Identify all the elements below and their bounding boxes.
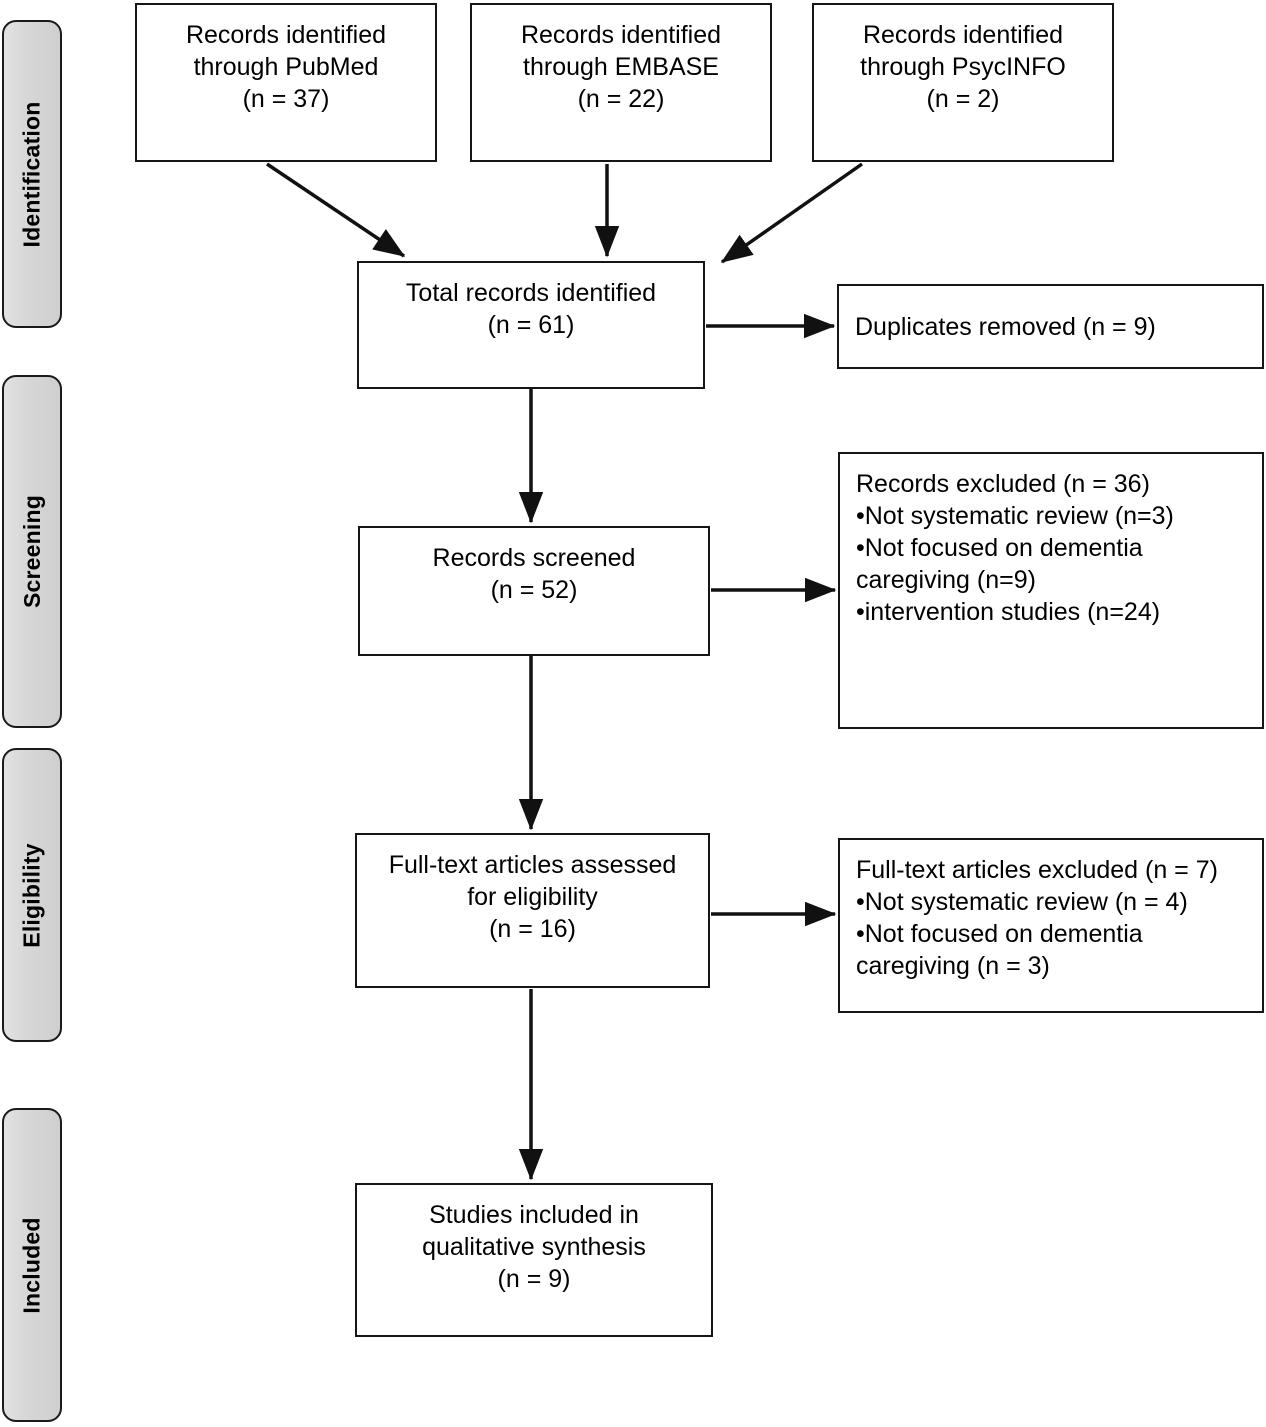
stage-label-identification: Identification	[18, 101, 45, 247]
box-records-identified-psycinfo: Records identified through PsycINFO (n =…	[812, 3, 1114, 162]
stage-label-included: Included	[18, 1216, 45, 1314]
studies-included-line-2: qualitative synthesis	[422, 1233, 646, 1261]
fulltext-assessed-line-1: Full-text articles assessed	[388, 851, 677, 879]
box-fulltext-excluded: Full-text articles excluded (n = 7) •Not…	[838, 838, 1264, 1013]
pubmed-line-2: through PubMed	[193, 53, 379, 81]
embase-line-1: Records identified	[520, 21, 722, 49]
records-excluded-reason-2-cont: caregiving (n=9)	[856, 566, 1036, 594]
fulltext-excluded-reason-2: •Not focused on dementia	[856, 920, 1143, 948]
pubmed-line-1: Records identified	[185, 21, 387, 49]
pubmed-count: (n = 37)	[242, 85, 330, 113]
stage-pill-identification: Identification	[2, 20, 62, 328]
stage-pill-screening: Screening	[2, 375, 62, 728]
studies-included-count: (n = 9)	[497, 1265, 571, 1293]
box-records-identified-pubmed: Records identified through PubMed (n = 3…	[135, 3, 437, 162]
records-excluded-reason-3: •intervention studies (n=24)	[856, 598, 1161, 626]
total-records-line-1: Total records identified	[405, 279, 657, 307]
embase-line-2: through EMBASE	[523, 53, 719, 81]
fulltext-excluded-reason-2-cont: caregiving (n = 3)	[856, 952, 1050, 980]
box-duplicates-removed: Duplicates removed (n = 9)	[837, 284, 1264, 369]
embase-count: (n = 22)	[577, 85, 665, 113]
fulltext-excluded-reason-1: •Not systematic review (n = 4)	[856, 888, 1188, 916]
duplicates-removed-label: Duplicates removed (n = 9)	[855, 312, 1156, 341]
psycinfo-count: (n = 2)	[926, 85, 1000, 113]
stage-pill-included: Included	[2, 1108, 62, 1422]
psycinfo-line-2: through PsycINFO	[860, 53, 1066, 81]
psycinfo-line-1: Records identified	[862, 21, 1064, 49]
fulltext-assessed-count: (n = 16)	[489, 915, 576, 943]
fulltext-excluded-heading: Full-text articles excluded (n = 7)	[856, 856, 1218, 884]
box-records-identified-embase: Records identified through EMBASE (n = 2…	[470, 3, 772, 162]
records-screened-line-1: Records screened	[432, 544, 636, 572]
records-excluded-reason-2: •Not focused on dementia	[856, 534, 1143, 562]
records-excluded-reason-1: •Not systematic review (n=3)	[856, 502, 1174, 530]
records-screened-count: (n = 52)	[490, 576, 578, 604]
fulltext-assessed-line-2: for eligibility	[467, 883, 598, 911]
stage-label-eligibility: Eligibility	[18, 842, 45, 948]
stage-pill-eligibility: Eligibility	[2, 748, 62, 1042]
box-studies-included: Studies included in qualitative synthesi…	[355, 1183, 713, 1337]
records-excluded-heading: Records excluded (n = 36)	[856, 470, 1150, 498]
stage-label-screening: Screening	[18, 494, 45, 609]
box-records-screened: Records screened (n = 52)	[358, 526, 710, 656]
box-total-records-identified: Total records identified (n = 61)	[357, 261, 705, 389]
total-records-count: (n = 61)	[487, 311, 575, 339]
studies-included-line-1: Studies included in	[429, 1201, 639, 1229]
box-records-excluded: Records excluded (n = 36) •Not systemati…	[838, 452, 1264, 729]
box-fulltext-assessed: Full-text articles assessed for eligibil…	[355, 833, 710, 988]
